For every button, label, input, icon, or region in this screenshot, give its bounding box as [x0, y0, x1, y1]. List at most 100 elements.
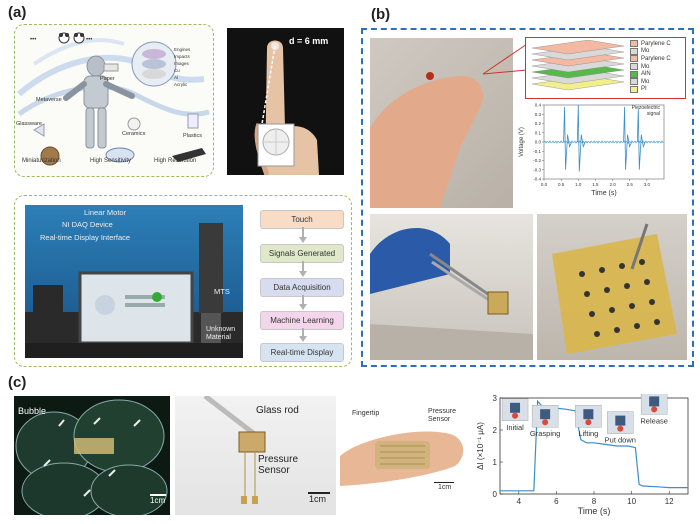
ellipsis-left: ••• [30, 37, 37, 43]
scale-bar [150, 494, 166, 496]
label-mts: MTS [214, 287, 230, 296]
panel-label-c: (c) [8, 374, 27, 391]
scale-bar [434, 482, 454, 483]
scale-mid: 1cm [309, 494, 327, 504]
feature-miniaturization: Miniaturization [22, 158, 61, 164]
legend-item: Engines [174, 47, 191, 52]
label-ceramics: Ceramics [122, 131, 146, 137]
y-tick-label: -0.3 [533, 167, 541, 172]
annotation-label: Grasping [530, 429, 560, 438]
flow-arrow [302, 227, 304, 237]
panel-label-a: (a) [8, 4, 27, 21]
x-tick-label: 10 [627, 497, 636, 506]
label-daq: NI DAQ Device [62, 220, 113, 229]
y-tick-label: 0.4 [535, 103, 542, 108]
finger-photo [227, 28, 344, 175]
label-display: Real-time Display Interface [40, 233, 131, 242]
label-bubble: Bubble [18, 406, 47, 416]
y-tick-label: 0.1 [535, 130, 542, 135]
flow-arrow [299, 336, 307, 342]
flow-arrow [299, 237, 307, 243]
y-tick-label: 2 [493, 426, 498, 435]
humanoid-schematic [17, 32, 210, 166]
x-tick-label: 8 [592, 497, 597, 506]
feature-high-resolution: High Resolution [154, 158, 197, 164]
layer-name: PI [641, 86, 647, 93]
layer-legend-item: Mo [630, 47, 671, 56]
x-tick-label: 2.5 [627, 182, 634, 187]
y-tick-label: 0.3 [535, 112, 542, 117]
setup-frame [14, 195, 352, 367]
x-tick-label: 4 [517, 497, 522, 506]
flow-arrow [299, 304, 307, 310]
y-tick-label: 0 [493, 490, 498, 499]
object-icon [651, 406, 658, 413]
layer-legend-item: Parylene C [630, 40, 671, 48]
layer-swatch [630, 63, 638, 71]
layer-swatch [630, 70, 638, 78]
label-glass-rod: Glass rod [256, 405, 299, 416]
zoom-line [482, 43, 528, 75]
signal-spike [636, 108, 646, 170]
annotation-label: Put down [605, 436, 636, 445]
scale-bar [308, 492, 330, 494]
layer-swatch [630, 85, 638, 93]
layer-legend-item: Mo [630, 78, 671, 86]
layer-name: AlN [641, 71, 651, 78]
finger-dimension: d = 6 mm [289, 36, 329, 46]
flow-arrow [302, 328, 304, 336]
flow-arrow [302, 261, 304, 271]
annotation-label: Release [640, 416, 668, 425]
object-icon [585, 419, 592, 426]
legend-item: Cu [174, 68, 180, 73]
y-tick-label: 0.2 [535, 121, 542, 126]
object-icon [542, 419, 549, 426]
x-tick-label: 1.5 [592, 182, 599, 187]
layer-name: Mo [641, 78, 650, 85]
panel-b-frame [361, 28, 694, 367]
layer-legend-item: AlN [630, 70, 671, 78]
label-unknown-material: Unknown Material [206, 326, 236, 341]
x-tick-label: 12 [665, 497, 674, 506]
flow-step-display: Real-time Display [260, 343, 344, 362]
signal-label: Piezoelectric [632, 105, 661, 111]
layer-legend-item: PI [630, 85, 671, 94]
x-tick-label: 0.5 [558, 182, 565, 187]
x-tick-label: 3.0 [644, 182, 651, 187]
fingertip-sensor-photo [340, 396, 470, 515]
label-plastics: Plastics [183, 133, 202, 139]
gripper-icon [510, 402, 521, 413]
feature-high-sensitivity: High Sensitivity [90, 158, 132, 164]
layer-name: Mo [641, 48, 650, 55]
label-glassware: Glassware [16, 121, 42, 127]
flow-arrow [302, 295, 304, 304]
y-tick-label: 3 [493, 394, 498, 403]
layer-swatch [630, 40, 638, 48]
signal-spike [563, 106, 572, 170]
material-legend: Engines Impacts Images Cu Al Acrylic [174, 46, 190, 88]
x-tick-label: 1.0 [575, 182, 582, 187]
gripper-icon [540, 409, 551, 420]
label-metaverse: Metaverse [36, 97, 62, 103]
panel-label-b: (b) [371, 6, 391, 23]
layer [531, 40, 625, 55]
layer-name: Parylene C [641, 40, 671, 47]
x-tick-label: 6 [554, 497, 559, 506]
glass-rod-photo [175, 396, 336, 515]
y-tick-label: -0.2 [533, 158, 541, 163]
scale-finger: 1cm [438, 484, 452, 491]
gripper-icon [583, 409, 594, 420]
legend-item: Acrylic [174, 82, 188, 87]
label-pressure-sensor: Pressure Sensor [258, 454, 299, 476]
layer-name: Parylene C [641, 55, 671, 62]
object-icon [512, 412, 519, 419]
flow-arrow [299, 271, 307, 277]
x-axis-label: Time (s) [578, 506, 611, 516]
y-tick-label: 0.0 [535, 140, 542, 145]
y-tick-label: -0.1 [533, 149, 541, 154]
annotation-label: Lifting [578, 429, 598, 438]
object-icon [617, 425, 624, 432]
x-tick-label: 0.0 [541, 182, 548, 187]
